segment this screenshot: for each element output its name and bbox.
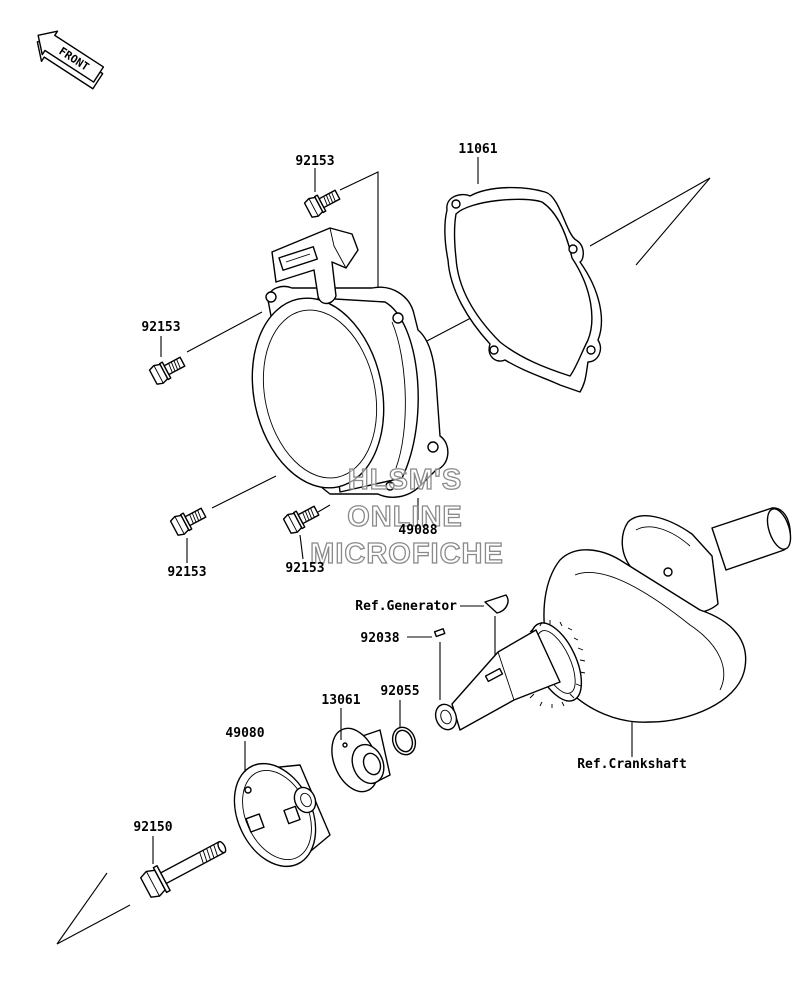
watermark-line-3: MICROFICHE [310,538,504,570]
label-92038: 92038 [360,631,399,646]
label-92153-lower-mid: 92153 [285,561,324,576]
label-92153-left: 92153 [141,320,180,335]
recoil-starter-49088 [251,227,449,498]
collar-13061 [331,727,391,793]
label-92153-lower-left: 92153 [167,565,206,580]
leader-lines [152,157,633,864]
watermark-line-1: HLSM'S [348,464,462,496]
shaft-keyway [484,667,504,683]
o-ring-92055 [391,726,417,756]
watermark-line-2: ONLINE [347,501,463,533]
label-11061: 11061 [458,142,497,157]
label-92055: 92055 [380,684,419,699]
woodruff-key [484,594,509,614]
bolt-92153-lower-left [169,507,207,536]
ratchet-cup-49080 [233,762,331,868]
starter-label-plate [278,246,318,271]
bolt-92153-top [303,189,341,218]
front-arrow-icon: FRONT [36,30,105,90]
bolt-92153-lower-mid [282,505,320,534]
label-49088: 49088 [398,523,437,538]
bolt-92150 [140,840,227,898]
label-92153-top: 92153 [295,154,334,169]
bolt-92153-left [148,356,186,385]
label-ref-generator: Ref.Generator [355,599,457,614]
key-92038 [433,628,446,638]
label-ref-crankshaft: Ref.Crankshaft [577,757,687,772]
gasket-11061 [444,186,603,393]
watermark: HLSM'S ONLINE MICROFICHE [310,463,504,570]
part-labels: 92153 11061 92153 49088 92153 92153 Ref.… [133,142,686,835]
crankshaft [434,507,792,731]
label-49080: 49080 [225,726,264,741]
label-13061: 13061 [321,693,360,708]
label-92150: 92150 [133,820,172,835]
